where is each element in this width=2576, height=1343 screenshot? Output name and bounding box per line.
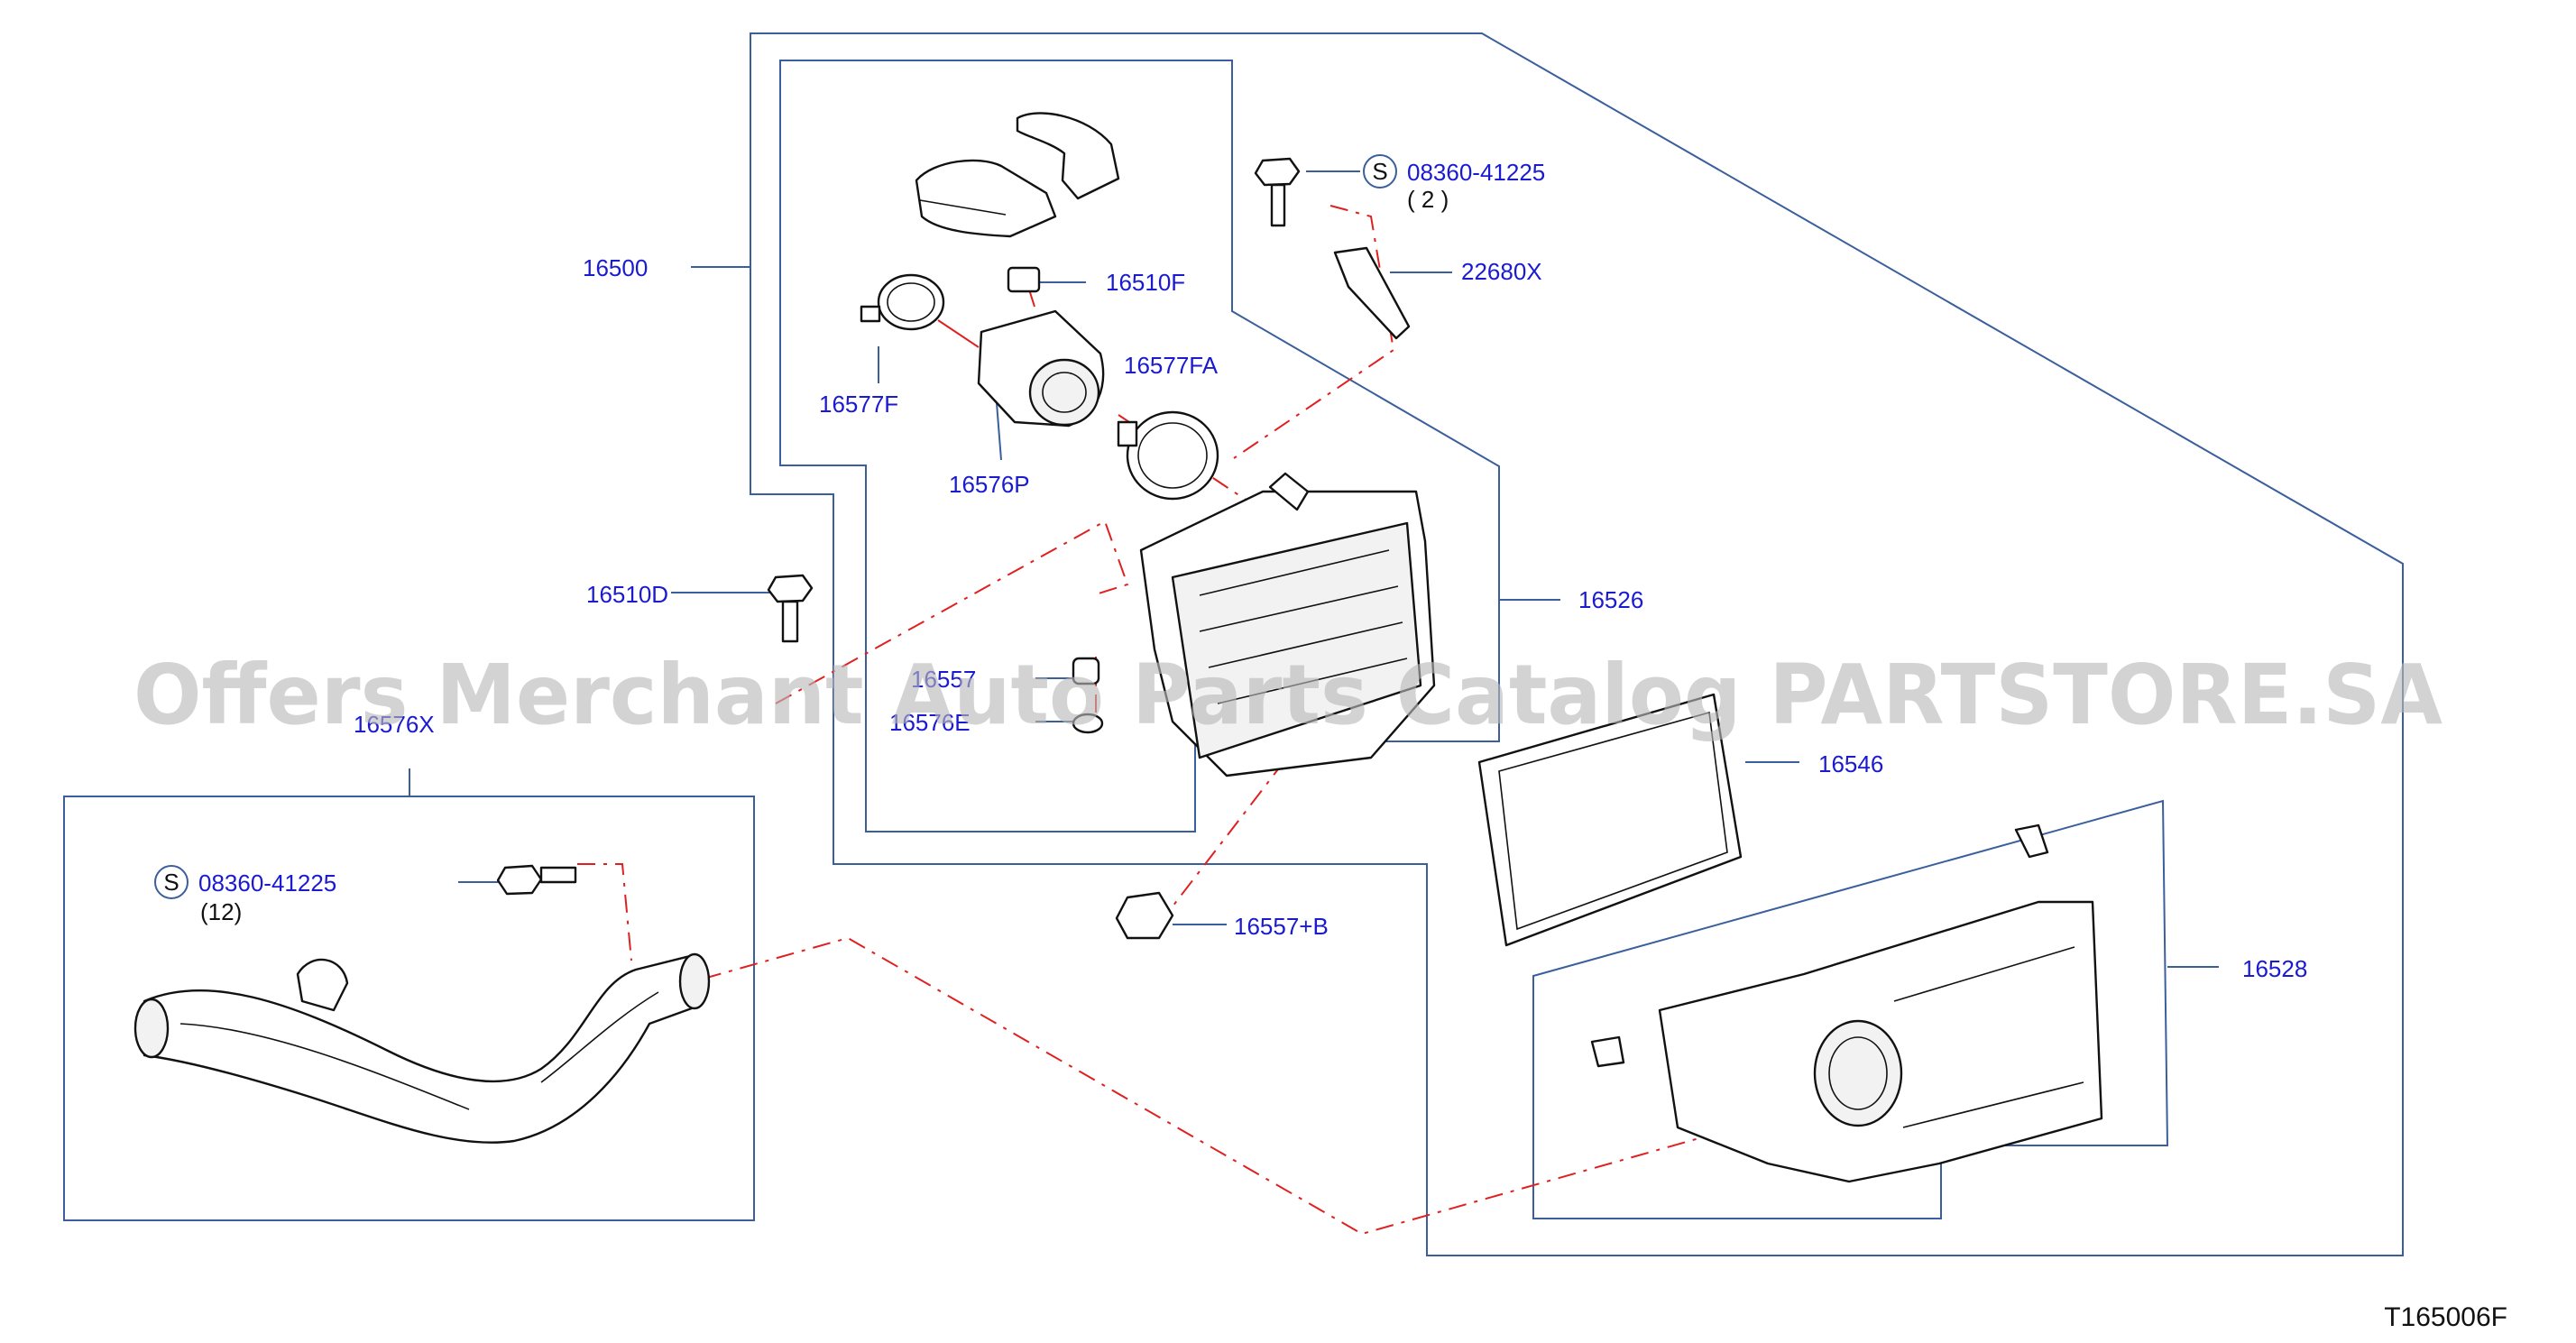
label-16557b: 16557+B [1234, 913, 1329, 940]
bolt-part-16510d [767, 574, 814, 643]
label-bolt-top-qty: ( 2 ) [1407, 186, 1449, 213]
label-16577f: 16577F [819, 391, 898, 418]
air-cleaner-cover-16526 [1139, 472, 1436, 777]
diagram-code: T165006F [2384, 1302, 2507, 1332]
filter-element-16546 [1477, 693, 1743, 947]
label-16510d: 16510D [586, 581, 668, 608]
label-16528: 16528 [2242, 955, 2307, 982]
label-16576x: 16576X [354, 711, 435, 738]
label-16500: 16500 [583, 254, 648, 281]
clip-part-16510f [1007, 266, 1041, 293]
label-bolt-left: 08360-41225 [198, 869, 336, 897]
clamp-part-16577f [860, 273, 945, 331]
label-16576p: 16576P [949, 471, 1030, 498]
clamp-part-16577fa [1117, 410, 1219, 501]
label-bolt-top: 08360-41225 [1407, 159, 1545, 186]
watermark-text: Offers Merchant Auto Parts Catalog PARTS… [133, 647, 2443, 743]
duct-part-16576p [977, 309, 1105, 428]
bolt-part-left [496, 864, 577, 896]
assembly-frame-16500 [750, 32, 2404, 1256]
label-22680x: 22680X [1461, 258, 1542, 285]
label-16576e: 16576E [889, 709, 971, 736]
inlet-duct-16576x [133, 952, 711, 1144]
s-symbol-icon-left [154, 865, 189, 899]
bolt-part-top [1254, 157, 1301, 227]
s-symbol-icon-top [1363, 154, 1397, 189]
label-16546: 16546 [1818, 750, 1883, 777]
sensor-part-22680x [1333, 246, 1411, 340]
s-symbol-left: S [163, 869, 179, 896]
label-16557: 16557 [911, 666, 976, 693]
grommet-parts [1072, 657, 1174, 940]
label-16577fa: 16577FA [1124, 352, 1219, 379]
resonator-part [915, 112, 1120, 238]
label-16526: 16526 [1578, 586, 1643, 613]
air-cleaner-case-16528 [1590, 823, 2103, 1183]
s-symbol-top: S [1372, 158, 1387, 185]
label-16510f: 16510F [1106, 269, 1185, 296]
label-bolt-left-qty: (12) [200, 898, 242, 925]
